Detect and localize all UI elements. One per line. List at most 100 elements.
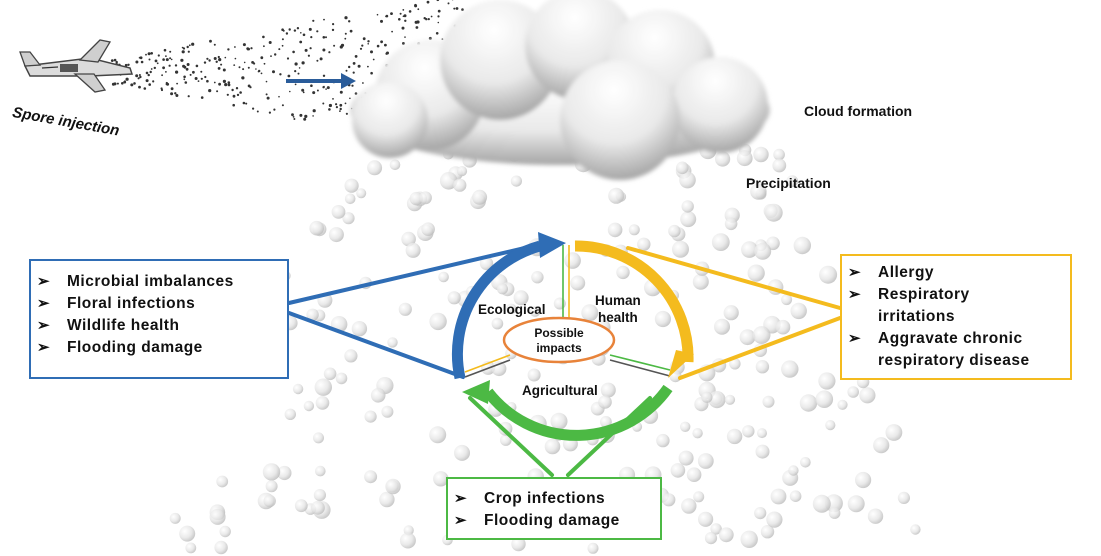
list-item: Flooding damage [31, 337, 287, 359]
spore-particle [325, 36, 327, 39]
spore-particle [239, 91, 242, 94]
spore-particle [376, 44, 380, 48]
spore-particle [138, 74, 141, 76]
spore-particle [160, 87, 163, 90]
spore-particle [402, 42, 405, 45]
spore-particle [328, 103, 332, 108]
list-item: Allergy [842, 262, 1070, 284]
list-item: Floral infections [31, 293, 287, 315]
raindrop [724, 217, 738, 231]
raindrop [704, 532, 718, 545]
spore-particle [349, 29, 353, 33]
raindrop [818, 372, 836, 390]
agricultural-arrowhead [462, 380, 490, 404]
spore-particle [286, 57, 290, 60]
ecological-impacts-list: Microbial imbalances Floral infections W… [31, 271, 287, 359]
raindrop [587, 542, 599, 554]
spore-particle [362, 82, 364, 84]
spore-particle [427, 18, 430, 21]
raindrop [739, 329, 756, 346]
raindrop [342, 212, 355, 225]
spore-particle [218, 82, 222, 86]
spore-particle [312, 19, 315, 22]
spore-particle [414, 3, 417, 7]
spore-particle [192, 70, 195, 74]
spore-particle [243, 61, 246, 64]
spore-particle [296, 27, 300, 30]
spore-particle [302, 91, 305, 94]
spore-particle [402, 9, 405, 11]
raindrop [789, 490, 802, 503]
spore-particle [362, 37, 366, 41]
raindrop [741, 241, 758, 258]
spore-particle [344, 32, 347, 35]
raindrop [608, 187, 625, 204]
spore-particle [137, 77, 140, 80]
spore-particle [404, 36, 406, 38]
spore-particle [213, 43, 216, 46]
spore-particle [139, 56, 142, 59]
spore-particle [247, 84, 251, 88]
spore-particle [344, 37, 347, 40]
raindrop [284, 408, 296, 420]
spore-particle [242, 43, 246, 47]
spore-particle [183, 78, 186, 81]
spore-particle [417, 8, 420, 11]
spore-particle [428, 36, 432, 40]
raindrop [313, 432, 324, 444]
agricultural-arc [483, 384, 673, 441]
spore-particle [111, 82, 115, 86]
spore-particle [339, 110, 341, 112]
list-item: Flooding damage [448, 510, 660, 532]
raindrop [219, 525, 231, 538]
raindrop [668, 224, 681, 238]
spore-particle [301, 88, 305, 92]
spore-particle [298, 67, 301, 69]
raindrop [678, 450, 694, 466]
raindrop [873, 437, 890, 454]
spore-particle [359, 47, 363, 50]
spore-particle [116, 82, 119, 85]
raindrop [764, 203, 783, 222]
spore-particle [310, 84, 313, 87]
spore-particle [372, 58, 375, 61]
spore-particle [340, 43, 345, 47]
raindrop [513, 290, 529, 306]
spore-particle [115, 60, 118, 64]
raindrop [331, 205, 346, 219]
raindrop [479, 256, 494, 271]
possible-impacts-ring [502, 316, 616, 364]
spore-particle [110, 59, 114, 62]
raindrop [859, 387, 876, 404]
human-health-arc [574, 240, 694, 363]
spore-particle [301, 61, 305, 65]
spore-particle [323, 18, 325, 21]
spore-particle [316, 30, 319, 33]
spore-particle [281, 104, 284, 107]
spore-particle [278, 48, 281, 51]
spore-particle [139, 75, 142, 79]
raindrop [828, 507, 841, 519]
raindrop [910, 524, 921, 535]
raindrop [757, 428, 767, 439]
spore-particle [217, 67, 221, 70]
spore-particle [312, 91, 316, 95]
raindrop [344, 178, 359, 193]
spore-particle [302, 33, 306, 37]
raindrop [680, 421, 691, 432]
spore-particle [168, 64, 171, 67]
raindrop [710, 523, 722, 535]
spore-particle [263, 62, 266, 65]
raindrop [715, 151, 731, 167]
spore-particle [349, 97, 351, 100]
spore-particle [250, 47, 253, 50]
list-item: Aggravate chronic respiratory disease [842, 328, 1070, 372]
possible-impacts-line1: Possible [534, 326, 584, 340]
raindrop [323, 367, 337, 381]
spore-particle [292, 50, 295, 54]
spore-particle [183, 75, 186, 79]
spore-particle [232, 103, 235, 107]
spore-particle [113, 58, 117, 62]
spore-particle [234, 46, 236, 48]
agricultural-label: Agricultural [522, 383, 598, 398]
